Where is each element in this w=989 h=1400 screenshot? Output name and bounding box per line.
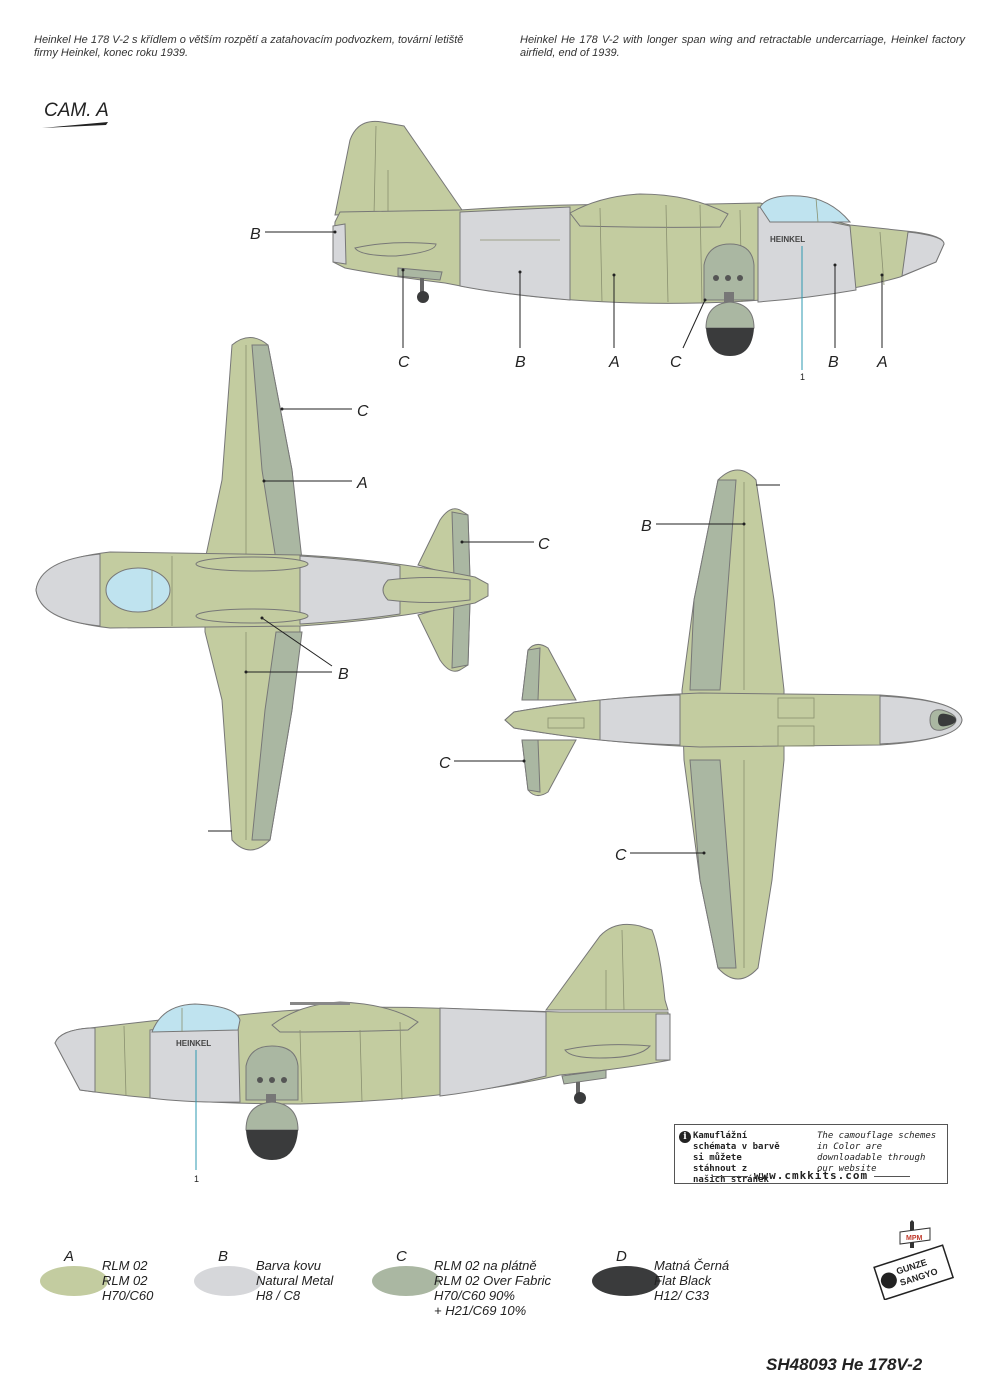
callout-c: C — [615, 847, 627, 864]
color-swatch — [194, 1266, 262, 1296]
stencil-number: 1 — [194, 1174, 199, 1184]
callout-c: C — [670, 354, 682, 371]
callout-a: A — [356, 475, 368, 492]
callout-a: A — [876, 354, 888, 371]
callout-b: B — [641, 518, 652, 535]
callout-a: A — [608, 354, 620, 371]
side-view-left: HEINKEL 1 — [54, 923, 671, 1184]
info-icon: i — [679, 1131, 691, 1143]
color-swatch — [372, 1266, 440, 1296]
legend-letter: D — [616, 1248, 627, 1265]
scheme-label-swoosh — [42, 122, 108, 128]
legend-letter: A — [64, 1248, 75, 1265]
side-view-right: HEINKEL 1 B C B A C B A — [250, 120, 945, 382]
product-code: SH48093 He 178V-2 — [766, 1355, 923, 1374]
gunze-sangyo-logo: MPM GUNZE SANGYO — [873, 1220, 954, 1300]
flag-text: MPM — [906, 1235, 923, 1242]
callout-b: B — [250, 226, 261, 243]
callout-c: C — [439, 755, 451, 772]
callout-c: C — [398, 354, 410, 371]
bottom-view: B C C — [439, 469, 963, 980]
legend-letter: B — [218, 1248, 229, 1265]
caption-english: Heinkel He 178 V-2 with longer span wing… — [520, 34, 965, 59]
website-link[interactable]: www.cmkkits.com — [675, 1169, 947, 1182]
scheme-label: CAM. A — [44, 100, 109, 121]
callout-c: C — [357, 403, 369, 420]
callout-b: B — [828, 354, 839, 371]
top-view: C A C B — [35, 337, 550, 851]
stencil-number: 1 — [800, 372, 805, 382]
color-swatch — [40, 1266, 108, 1296]
callout-c: C — [538, 536, 550, 553]
fuselage-heinkel-text: HEINKEL — [770, 235, 805, 244]
fuselage-heinkel-text: HEINKEL — [176, 1039, 211, 1048]
caption-czech: Heinkel He 178 V-2 s křídlem o větším ro… — [34, 34, 464, 59]
download-notice: i Kamuflážní schémata v barvě si můžete … — [674, 1124, 948, 1185]
callout-b: B — [515, 354, 526, 371]
legend-letter: C — [396, 1248, 407, 1265]
callout-b: B — [338, 666, 349, 683]
color-swatch — [592, 1266, 660, 1296]
